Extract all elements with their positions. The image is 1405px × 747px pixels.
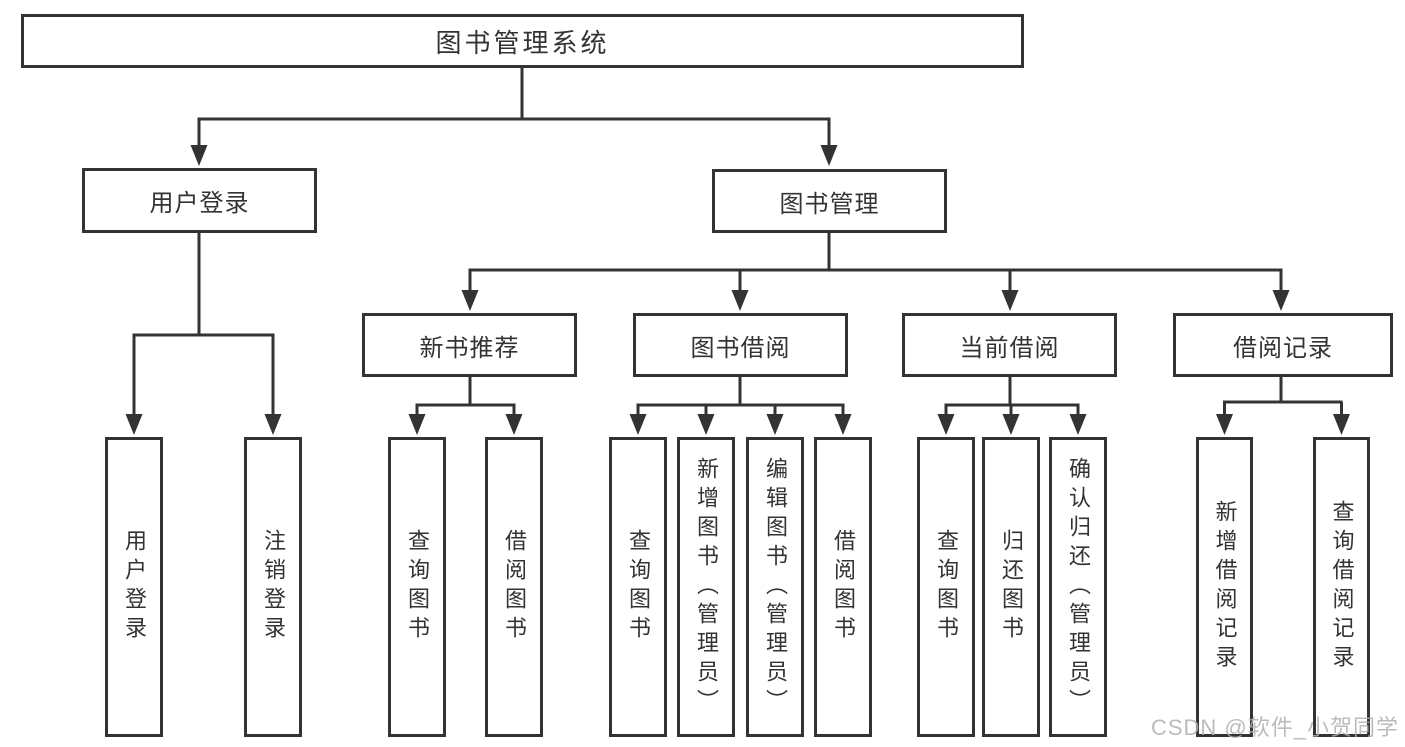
node-label: 当前借阅 xyxy=(959,334,1060,362)
node-label: 用户登录 xyxy=(149,190,250,217)
node-new-book-recommendation: 新书推荐 xyxy=(362,313,577,377)
leaf-borrow-books-recommend: 借阅图书 xyxy=(485,437,543,737)
leaf-label: 新增借阅记录 xyxy=(1212,500,1238,674)
leaf-borrow-books-borrowing: 借阅图书 xyxy=(814,437,872,737)
leaf-add-borrow-record: 新增借阅记录 xyxy=(1196,437,1253,737)
node-book-borrowing: 图书借阅 xyxy=(633,313,848,377)
node-label: 新书推荐 xyxy=(419,334,520,362)
node-label: 图书借阅 xyxy=(690,334,791,362)
leaf-label: 新增图书（管理员） xyxy=(694,456,719,718)
leaf-logout: 注销登录 xyxy=(244,437,302,737)
leaf-add-book-admin: 新增图书（管理员） xyxy=(677,437,735,737)
node-borrowing-records: 借阅记录 xyxy=(1173,313,1393,377)
leaf-label: 归还图书 xyxy=(999,529,1024,645)
node-current-borrowing: 当前借阅 xyxy=(902,313,1117,377)
node-user-login: 用户登录 xyxy=(82,168,317,233)
leaf-label: 编辑图书（管理员） xyxy=(763,456,788,718)
leaf-query-books-current: 查询图书 xyxy=(917,437,975,737)
node-label: 借阅记录 xyxy=(1233,334,1333,362)
node-library-management-system: 图书管理系统 xyxy=(21,14,1024,68)
leaf-confirm-return-admin: 确认归还（管理员） xyxy=(1049,437,1107,737)
leaf-label: 借阅图书 xyxy=(502,529,527,645)
leaf-label: 查询图书 xyxy=(405,529,430,645)
leaf-user-login: 用户登录 xyxy=(105,437,163,737)
leaf-label: 查询图书 xyxy=(626,529,651,645)
leaf-label: 注销登录 xyxy=(261,529,286,645)
node-label: 图书管理系统 xyxy=(435,27,610,58)
leaf-return-book: 归还图书 xyxy=(982,437,1040,737)
leaf-label: 查询图书 xyxy=(934,529,959,645)
leaf-query-books-borrowing: 查询图书 xyxy=(609,437,667,737)
node-label: 图书管理 xyxy=(779,190,880,218)
leaf-query-borrow-record: 查询借阅记录 xyxy=(1313,437,1370,737)
node-book-management: 图书管理 xyxy=(712,169,947,233)
leaf-label: 用户登录 xyxy=(122,529,147,645)
csdn-watermark: CSDN @软件_小贺同学 xyxy=(1150,715,1399,740)
leaf-edit-book-admin: 编辑图书（管理员） xyxy=(746,437,804,737)
leaf-label: 查询借阅记录 xyxy=(1329,500,1355,674)
leaf-query-books-recommend: 查询图书 xyxy=(388,437,446,737)
leaf-label: 借阅图书 xyxy=(831,529,856,645)
leaf-label: 确认归还（管理员） xyxy=(1066,456,1091,718)
